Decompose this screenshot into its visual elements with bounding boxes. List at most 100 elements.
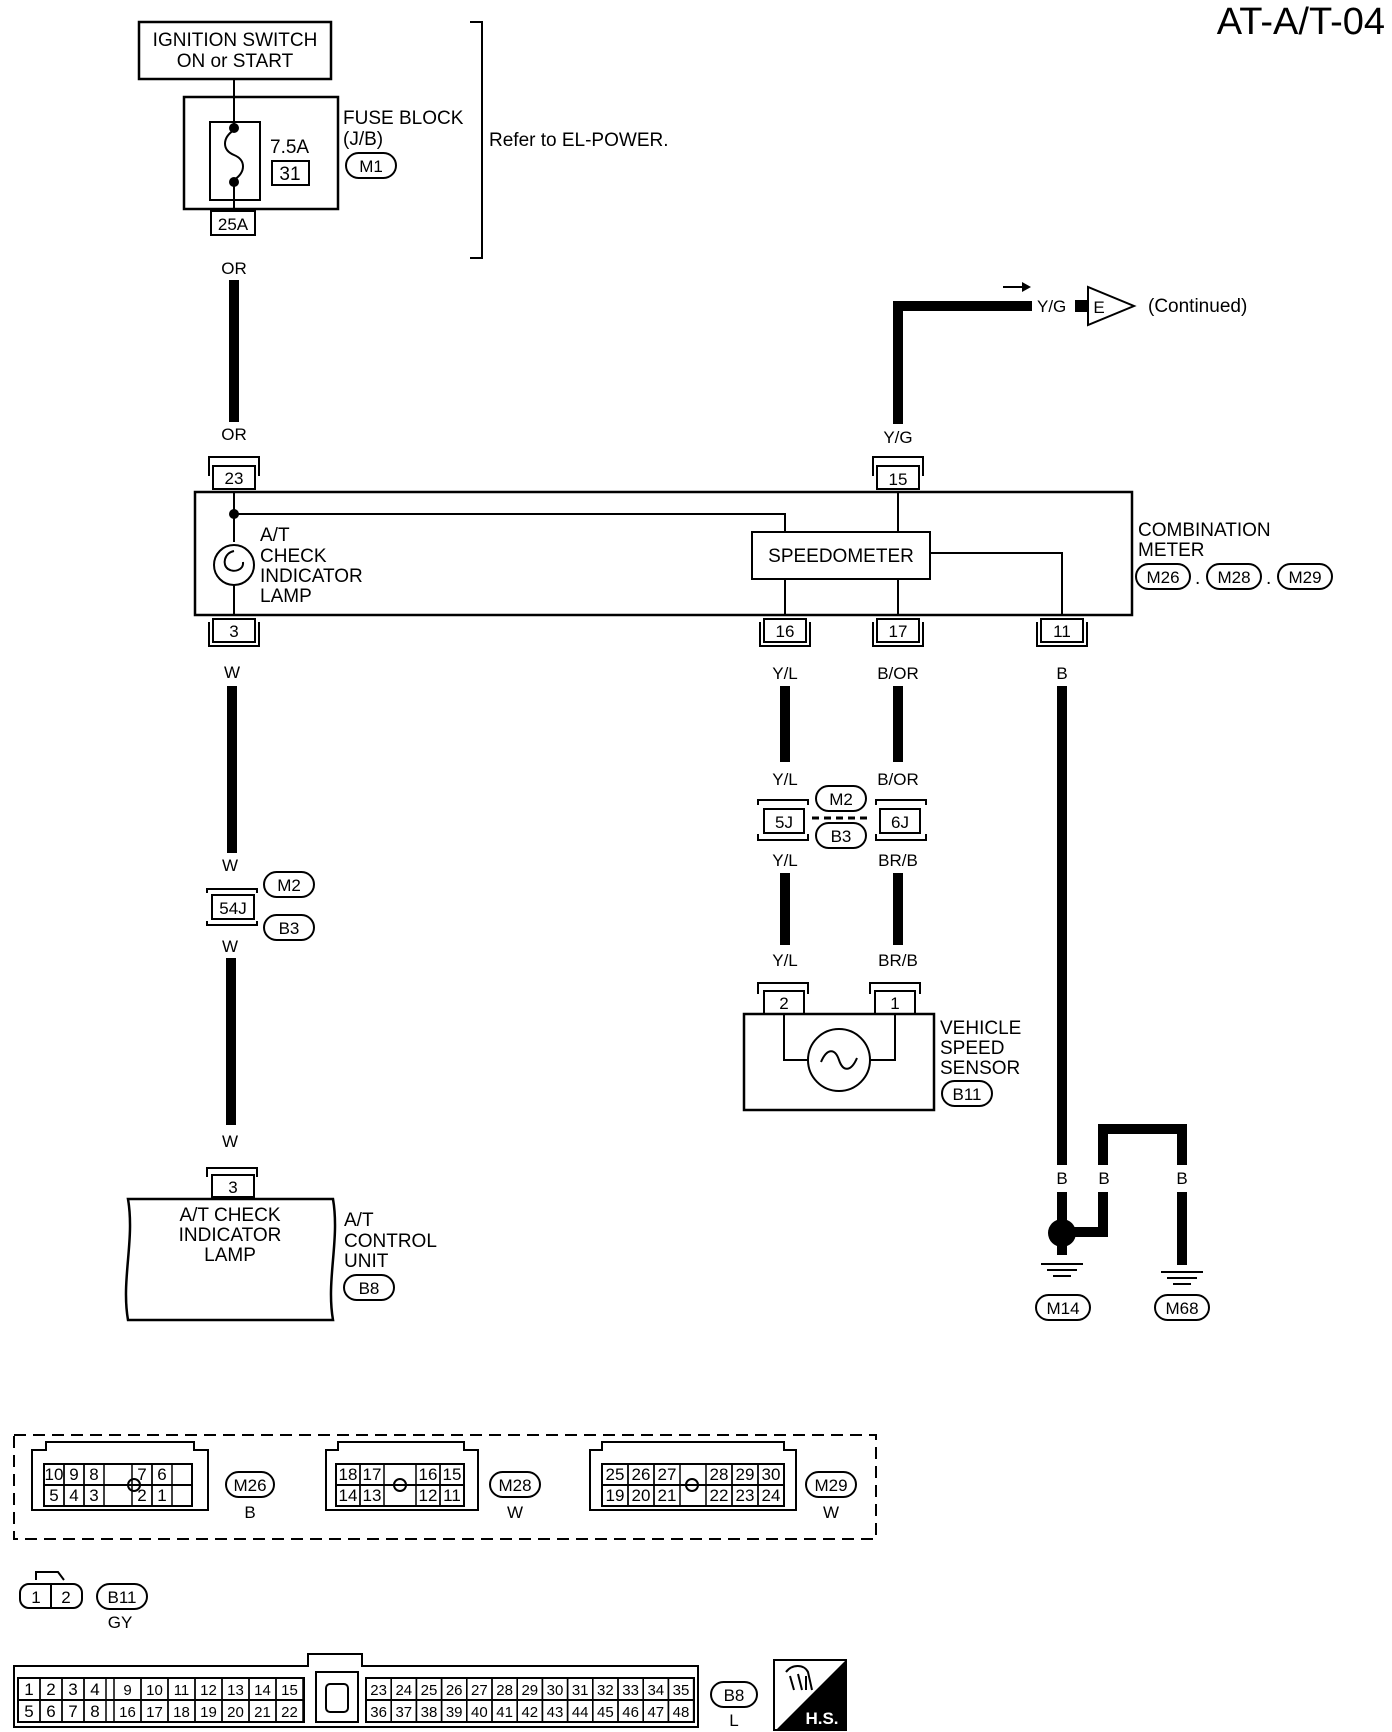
pin-number: 3 — [68, 1680, 77, 1699]
pin-number: 30 — [762, 1465, 781, 1484]
pin-number: 40 — [471, 1704, 488, 1721]
joint-54j-connector-2: B3 — [279, 919, 300, 938]
ignition-switch-line2: ON or START — [177, 51, 294, 72]
ground-m68: M68 — [1154, 1271, 1210, 1321]
b11-pin-1: 1 — [31, 1588, 40, 1607]
hs-badge: H.S. — [773, 1659, 847, 1731]
pin-number: 8 — [89, 1465, 98, 1484]
pin-number: 22 — [281, 1704, 298, 1721]
pin-number: 48 — [673, 1704, 690, 1721]
pin-number: 26 — [632, 1465, 651, 1484]
meter-connector-2: M28 — [1217, 568, 1250, 587]
pin-number: 29 — [521, 1682, 538, 1699]
b11-pin-2: 2 — [61, 1588, 70, 1607]
joint-pin-6j: 6J — [891, 813, 909, 832]
sensor-connector: B11 — [953, 1085, 982, 1104]
pin-number: 25 — [606, 1465, 625, 1484]
meter-label-2: METER — [1138, 540, 1205, 561]
wire-color-w-3: W — [222, 937, 238, 956]
lamp-label-4: LAMP — [260, 586, 312, 607]
pin-number: 42 — [521, 1704, 538, 1721]
b11-color: GY — [108, 1613, 133, 1632]
pin-number: 20 — [227, 1704, 244, 1721]
meter-connector-1: M26 — [1146, 568, 1179, 587]
fuse-block-connector: M1 — [359, 157, 383, 176]
pin-number: 13 — [227, 1682, 244, 1699]
pin-number: 10 — [45, 1465, 64, 1484]
pin-cell — [667, 1699, 695, 1723]
m26-color: B — [244, 1503, 255, 1522]
sensor-label-3: SENSOR — [940, 1058, 1020, 1079]
joint-pin-54j: 54J — [219, 899, 246, 918]
pin-number: 3 — [89, 1486, 98, 1505]
pin-number: 8 — [90, 1702, 99, 1721]
fuse-block-label: FUSE BLOCK — [343, 108, 464, 129]
pin-number: 12 — [200, 1682, 217, 1699]
pin-number: 38 — [421, 1704, 438, 1721]
wire-color-yg: Y/G — [883, 428, 912, 447]
vehicle-speed-sensor: 2 1 VEHICLE SPEED SENSOR B11 — [742, 982, 1021, 1112]
pin-number: 16 — [119, 1704, 136, 1721]
continuation-marker: Y/G E (Continued) — [1003, 282, 1247, 327]
joint-connector-54j: 54J M2 B3 — [206, 871, 315, 941]
pin-number: 24 — [762, 1486, 781, 1505]
joint-5j6j-connector-2: B3 — [831, 827, 852, 846]
pin-number: 14 — [339, 1486, 358, 1505]
pin-number: 7 — [137, 1465, 146, 1484]
pin-number: 18 — [173, 1704, 190, 1721]
pin-cell — [439, 1484, 465, 1507]
pin-number: 19 — [200, 1704, 217, 1721]
meter-label-1: COMBINATION — [1138, 520, 1271, 541]
page-code: AT-A/T-04 — [1217, 1, 1385, 43]
joint-5j6j-connector-1: M2 — [829, 790, 853, 809]
pin-number: 9 — [123, 1682, 131, 1699]
pin-number: 31 — [572, 1682, 589, 1699]
at-control-unit: 3 A/T CHECK INDICATOR LAMP A/T CONTROL U… — [124, 1167, 437, 1322]
sensor-pin-2: 2 — [779, 994, 788, 1013]
wire-color-b-3: B — [1098, 1169, 1109, 1188]
wire-color-yl-3: Y/L — [772, 851, 798, 870]
wire-color-or-bottom: OR — [221, 425, 247, 444]
pin-number: 27 — [658, 1465, 677, 1484]
meter-connector-views — [13, 1434, 877, 1540]
connector-view-b11: 1 2 B11 GY — [19, 1571, 148, 1632]
at-unit-connector: B8 — [359, 1279, 380, 1298]
svg-text:.: . — [1266, 568, 1271, 589]
pin-number: 18 — [339, 1465, 358, 1484]
b8-color: L — [729, 1711, 738, 1730]
wire-color-b-1: B — [1056, 664, 1067, 683]
refer-note: Refer to EL-POWER. — [489, 130, 669, 151]
pin-number: 36 — [370, 1704, 387, 1721]
ground-splice — [1048, 1219, 1076, 1247]
continuation-text: (Continued) — [1148, 296, 1247, 317]
m28-color: W — [507, 1503, 523, 1522]
pin-number: 47 — [647, 1704, 664, 1721]
pin-number: 43 — [547, 1704, 564, 1721]
pin-number: 14 — [254, 1682, 271, 1699]
pin-number: 23 — [736, 1486, 755, 1505]
pin-cell — [83, 1484, 105, 1507]
wire-color-brb-2: BR/B — [878, 951, 918, 970]
meter-connector-3: M29 — [1288, 568, 1321, 587]
pin-number: 22 — [710, 1486, 729, 1505]
meter-pin-3: 3 — [229, 622, 238, 641]
pin-number: 25 — [421, 1682, 438, 1699]
fuse-number: 31 — [279, 164, 300, 185]
at-unit-label-3: UNIT — [344, 1251, 389, 1272]
continuation-color: Y/G — [1037, 297, 1066, 316]
pin-number: 16 — [419, 1465, 438, 1484]
pin-number: 9 — [69, 1465, 78, 1484]
ignition-switch: IGNITION SWITCH ON or START — [137, 20, 333, 81]
pin-number: 4 — [90, 1680, 99, 1699]
pin-number: 2 — [46, 1680, 55, 1699]
pin-number: 17 — [146, 1704, 163, 1721]
pin-number: 46 — [622, 1704, 639, 1721]
pin-number: 28 — [710, 1465, 729, 1484]
meter-pin-17: 17 — [889, 622, 908, 641]
pin-number: 10 — [146, 1682, 163, 1699]
pin-cell — [653, 1484, 681, 1507]
fuse-block-jb: (J/B) — [343, 129, 383, 150]
pin-number: 6 — [46, 1702, 55, 1721]
